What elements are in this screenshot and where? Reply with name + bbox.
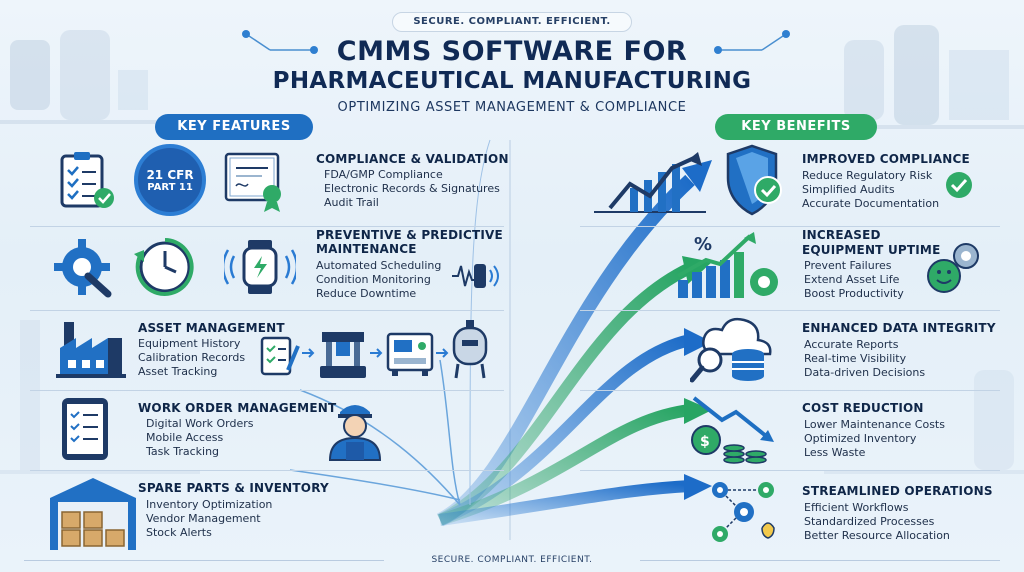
benefit-point: Boost Productivity (804, 287, 904, 300)
feature-title-spare-parts: SPARE PARTS & INVENTORY (138, 481, 329, 495)
key-benefits-label: KEY BENEFITS (715, 114, 877, 140)
press-machine-icon (320, 332, 366, 378)
svg-text:%: % (694, 234, 712, 255)
feature-point: Mobile Access (146, 431, 224, 444)
benefit-title-cost-reduction: COST REDUCTION (802, 401, 924, 415)
arrow-right-icon (302, 348, 315, 358)
feature-point: Stock Alerts (146, 526, 212, 539)
feature-point: Calibration Records (138, 351, 246, 364)
gears-smile-icon (927, 243, 979, 293)
cloud-database-icon (690, 317, 772, 383)
benefit-point: Less Waste (804, 446, 866, 459)
workflow-gears-icon (712, 482, 775, 542)
feature-point: Equipment History (138, 337, 241, 350)
feature-point: Asset Tracking (138, 365, 218, 378)
feature-point: Automated Scheduling (316, 259, 442, 272)
page-title-line2: PHARMACEUTICAL MANUFACTURING (272, 68, 752, 94)
smart-sensor-icon (224, 240, 296, 294)
factory-background-left (0, 30, 200, 474)
factory-background-right (824, 25, 1024, 474)
network-nodes-left-icon (242, 30, 318, 54)
benefit-divider-3 (580, 390, 1000, 391)
feature-point: FDA/GMP Compliance (324, 168, 443, 181)
tagline-top: SECURE. COMPLIANT. EFFICIENT. (392, 12, 632, 32)
benefit-point: Simplified Audits (802, 183, 895, 196)
clock-refresh-icon (134, 238, 194, 296)
feature-point: Condition Monitoring (316, 273, 431, 286)
benefit-title-compliance: IMPROVED COMPLIANCE (802, 152, 970, 166)
benefit-point: Prevent Failures (804, 259, 892, 272)
network-nodes-right-icon (714, 30, 790, 54)
benefit-point: Efficient Workflows (804, 501, 909, 514)
feature-divider-4 (30, 470, 504, 471)
coins-down-trend-icon: $ (691, 396, 774, 464)
feature-point: Reduce Downtime (316, 287, 417, 300)
benefit-title-uptime-l2: EQUIPMENT UPTIME (802, 243, 941, 257)
checklist-clipboard-icon (60, 152, 114, 208)
svg-text:$: $ (700, 434, 710, 450)
feature-point: Vendor Management (146, 512, 261, 525)
benefit-divider-1 (580, 226, 1000, 227)
feature-point: Inventory Optimization (146, 498, 273, 511)
tablet-checklist-icon (62, 398, 108, 460)
cfr-badge-line1: 21 CFR (146, 167, 194, 182)
feature-divider-2 (30, 310, 504, 311)
factory-icon (56, 322, 126, 378)
feature-point: Audit Trail (324, 196, 379, 209)
growth-chart-icon (594, 152, 706, 213)
arrow-right-icon (436, 348, 449, 358)
arrow-right-icon (370, 348, 383, 358)
benefit-point: Optimized Inventory (804, 432, 917, 445)
benefit-divider-2 (580, 310, 1000, 311)
feature-title-maintenance-l1: PREVENTIVE & PREDICTIVE (316, 228, 503, 242)
benefit-divider-4 (580, 470, 1000, 471)
footer-line-left (24, 560, 384, 561)
cfr-badge-line2: PART 11 (147, 181, 193, 193)
percent-bar-chart-icon: % (677, 232, 778, 298)
feature-point: Task Tracking (146, 445, 220, 458)
feature-point: Electronic Records & Signatures (324, 182, 500, 195)
benefit-point: Accurate Documentation (802, 197, 940, 210)
key-features-label: KEY FEATURES (155, 114, 313, 140)
check-circle-icon (946, 172, 972, 198)
benefit-title-streamlined: STREAMLINED OPERATIONS (802, 484, 993, 498)
vibration-sensor-icon (452, 264, 499, 288)
feature-title-compliance: COMPLIANCE & VALIDATION (316, 152, 509, 166)
benefit-point: Extend Asset Life (804, 273, 900, 286)
feature-divider-3 (30, 390, 504, 391)
benefit-title-uptime-l1: INCREASED (802, 228, 881, 242)
page-subtitle: OPTIMIZING ASSET MANAGEMENT & COMPLIANCE (337, 100, 687, 115)
benefit-point: Reduce Regulatory Risk (802, 169, 933, 182)
benefit-title-data-integrity: ENHANCED DATA INTEGRITY (802, 321, 996, 335)
checklist-small-icon (260, 336, 300, 376)
gear-wrench-icon (54, 239, 112, 298)
processing-machine-icon (386, 332, 434, 376)
tagline-bottom: SECURE. COMPLIANT. EFFICIENT. (392, 552, 632, 568)
benefit-point: Standardized Processes (804, 515, 935, 528)
benefit-point: Accurate Reports (804, 338, 899, 351)
feature-point: Digital Work Orders (146, 417, 254, 430)
reactor-vessel-icon (452, 320, 488, 379)
cfr-part11-badge: 21 CFR PART 11 (134, 144, 206, 216)
technician-icon (328, 405, 382, 461)
page-title-line1: CMMS SOFTWARE FOR (336, 36, 688, 67)
warehouse-icon (50, 478, 136, 550)
benefit-point: Real-time Visibility (804, 352, 907, 365)
feature-title-work-order: WORK ORDER MANAGEMENT (138, 401, 337, 415)
feature-title-asset-management: ASSET MANAGEMENT (138, 321, 285, 335)
benefit-point: Better Resource Allocation (804, 529, 950, 542)
benefit-point: Data-driven Decisions (804, 366, 926, 379)
benefit-point: Lower Maintenance Costs (804, 418, 945, 431)
certificate-icon (224, 152, 281, 212)
shield-check-icon (726, 144, 782, 216)
footer-line-right (640, 560, 1000, 561)
feature-title-maintenance-l2: MAINTENANCE (316, 242, 417, 256)
feature-divider-1 (30, 226, 504, 227)
